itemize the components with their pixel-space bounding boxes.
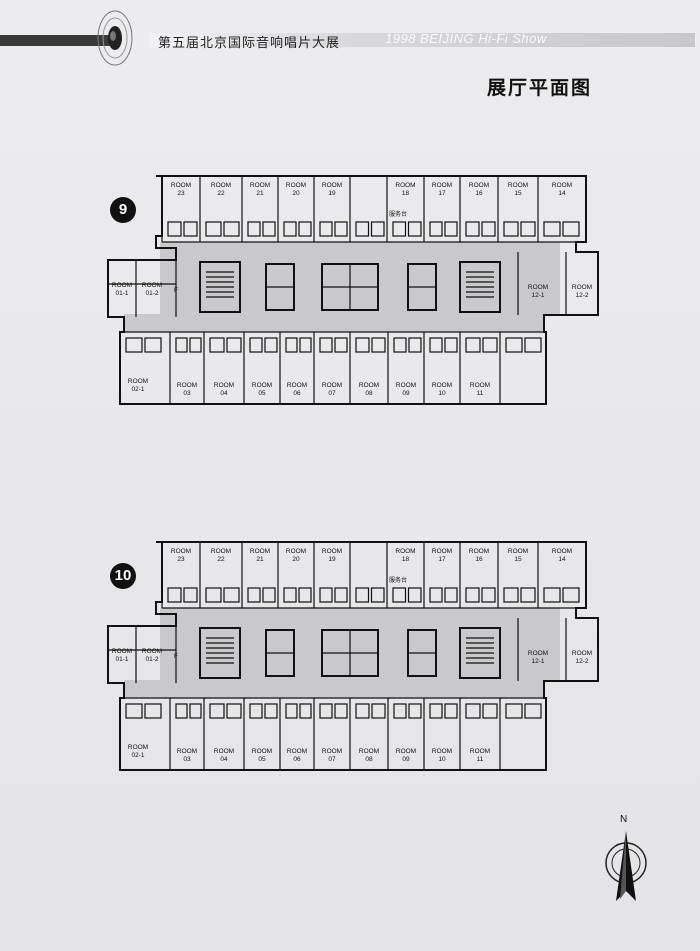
floor-badge-10: 10 xyxy=(110,563,136,589)
header-dark-strip xyxy=(0,35,118,46)
service-desk-label: 服务台 xyxy=(389,211,408,218)
header-title: 第五届北京国际音响唱片大展 xyxy=(158,36,341,51)
north-arrow-icon xyxy=(605,831,647,901)
floor-plan-drawing xyxy=(107,175,599,405)
header-bar xyxy=(0,33,700,47)
stair-label: F xyxy=(174,653,178,660)
service-desk-label: 服务台 xyxy=(389,577,408,584)
floor-plan-drawing xyxy=(107,541,599,771)
stair-label: F xyxy=(174,287,178,294)
floor-badge-9: 9 xyxy=(110,197,136,223)
header-light-strip xyxy=(150,33,695,47)
page-heading: 展厅平面图 xyxy=(487,77,593,99)
compass-north-label: N xyxy=(620,814,628,825)
header-subtitle: 1998 BEIJING Hi-Fi Show xyxy=(385,31,547,46)
speaker-icon xyxy=(97,10,133,66)
